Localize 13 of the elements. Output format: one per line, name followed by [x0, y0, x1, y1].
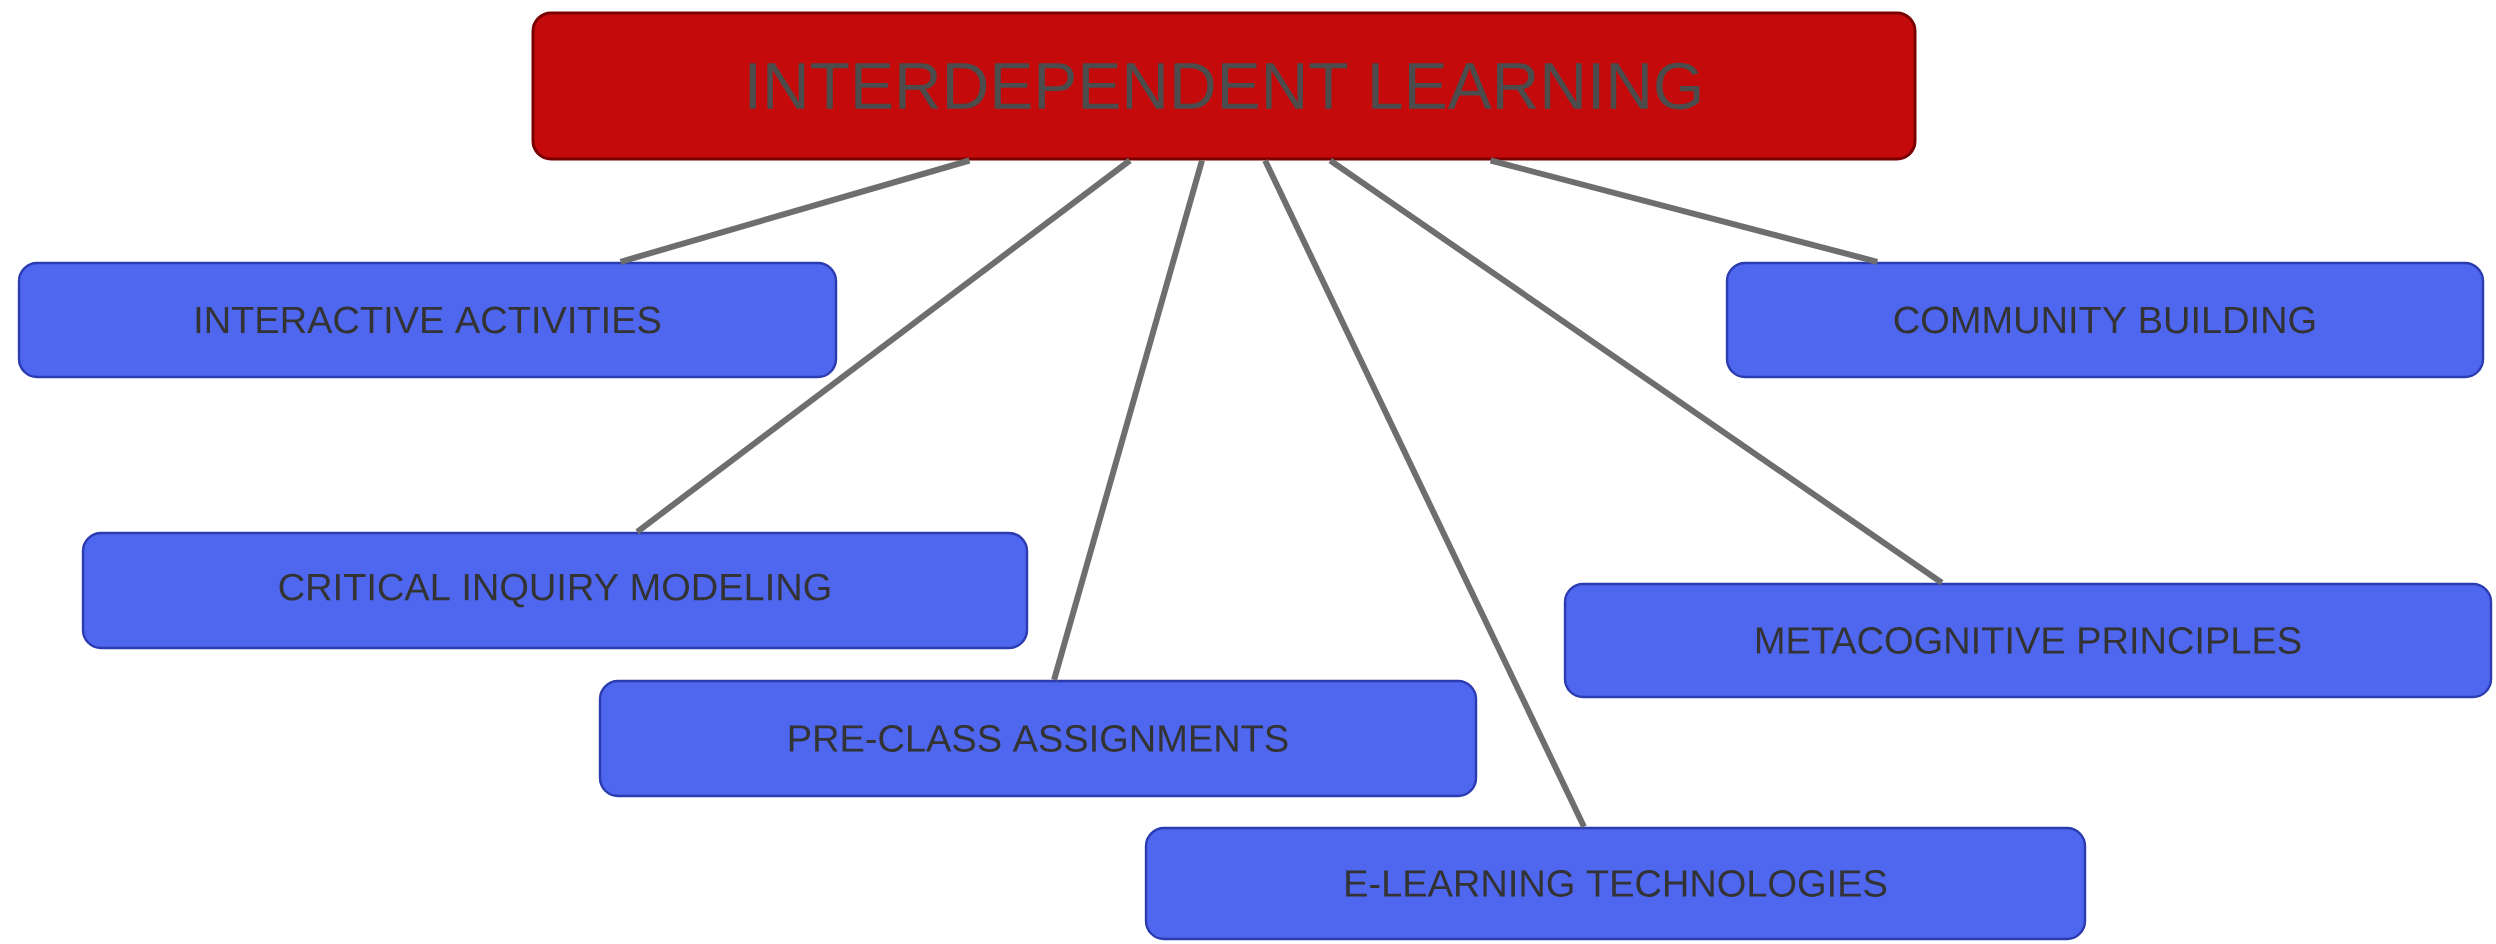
connector-line [1328, 158, 1944, 586]
connector-line [1262, 159, 1587, 829]
connector-line [619, 157, 971, 265]
title-box: INTERDEPENDENT LEARNING [531, 11, 1917, 161]
topic-box: INTERACTIVE ACTIVITIES [17, 261, 838, 379]
connector-line [635, 158, 1132, 535]
topic-box: E-LEARNING TECHNOLOGIES [1144, 826, 2087, 941]
topic-box: COMMUNITY BUILDING [1725, 261, 2485, 379]
connector-line [1489, 157, 1879, 265]
topic-box: CRITICAL INQUIRY MODELING [81, 531, 1029, 650]
connector-line [1051, 159, 1205, 681]
topic-box: PRE-CLASS ASSIGNMENTS [598, 679, 1478, 798]
topic-box: METACOGNITIVE PRINCIPLES [1563, 582, 2493, 699]
